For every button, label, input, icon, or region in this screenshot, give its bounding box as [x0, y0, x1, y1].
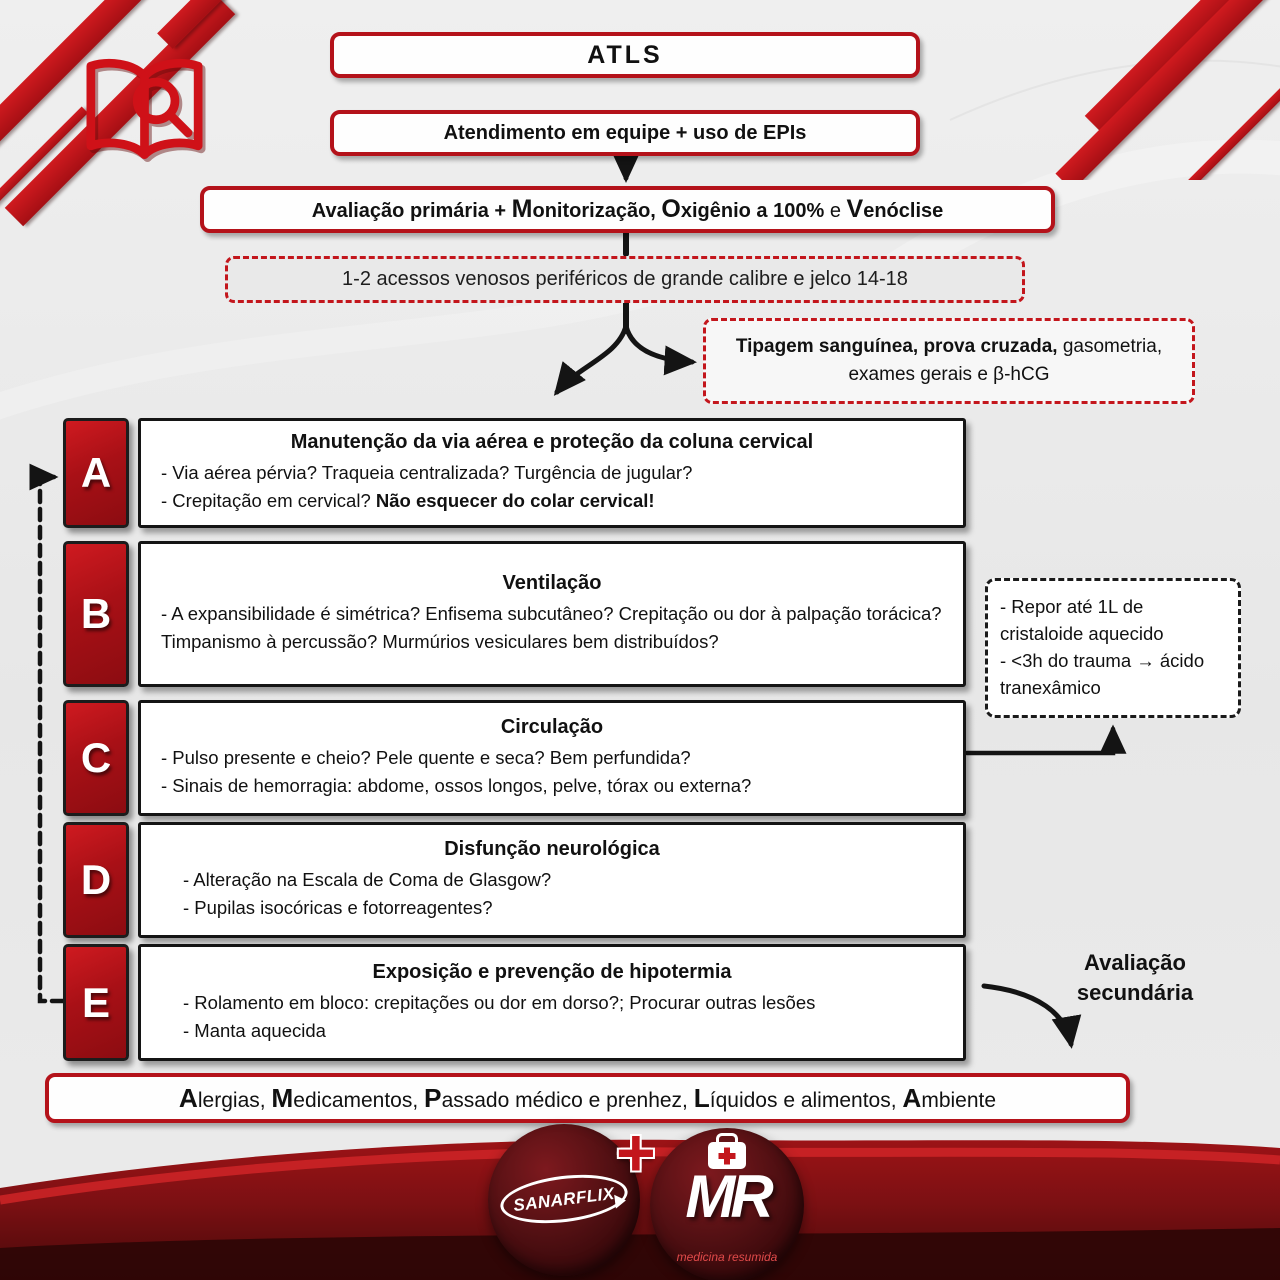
venous-access-text: 1-2 acessos venosos periféricos de grand… [342, 268, 908, 290]
crystalloid-note-box: - Repor até 1L de cristaloide aquecido -… [985, 578, 1241, 718]
sanarflix-logo: SANARFLIX [488, 1124, 640, 1276]
decorative-stripe [1055, 0, 1280, 180]
footer-band: SANARFLIX + MR medicina resumida [0, 1080, 1280, 1280]
letter-e-box: E [63, 944, 129, 1061]
primary-survey-box: Avaliação primária + Monitorização, Oxig… [200, 186, 1055, 233]
row-b-line: - A expansibilidade é simétrica? Enfisem… [161, 603, 942, 652]
corner-stripes-top-right [960, 0, 1280, 180]
letter-d-box: D [63, 822, 129, 938]
medical-bag-icon [708, 1142, 746, 1169]
row-e-content: Exposição e prevenção de hipotermia - Ro… [138, 944, 966, 1061]
row-a-title: Manutenção da via aérea e proteção da co… [290, 431, 814, 454]
row-c-content: Circulação - Pulso presente e cheio? Pel… [138, 700, 966, 816]
row-a-line: - Via aérea pérvia? Traqueia centralizad… [161, 462, 693, 484]
ampla-text: Alergias, Medicamentos, Passado médico e… [178, 1082, 997, 1113]
page-title: ATLS [587, 40, 663, 69]
row-c-title: Circulação [500, 716, 604, 739]
letter-a: A [80, 449, 112, 496]
letter-c-box: C [63, 700, 129, 816]
plus-sign: + [616, 1115, 656, 1191]
row-c-line: - Sinais de hemorragia: abdome, ossos lo… [161, 775, 752, 796]
primary-survey-text: Avaliação primária + Monitorização, Oxig… [311, 195, 944, 223]
row-a-line: - Crepitação em cervical? Não esquecer d… [161, 490, 655, 511]
row-c-line: - Pulso presente e cheio? Pele quente e … [161, 747, 691, 769]
letter-c: C [80, 734, 112, 781]
letter-a-box: A [63, 418, 129, 528]
labs-box: Tipagem sanguínea, prova cruzada, gasome… [703, 318, 1195, 404]
title-box: ATLS [330, 32, 920, 78]
row-d-line: - Alteração na Escala de Coma de Glasgow… [183, 869, 552, 891]
team-epi-text: Atendimento em equipe + uso de EPIs [443, 121, 807, 144]
row-d-line: - Pupilas isocóricas e fotorreagentes? [183, 897, 493, 918]
mr-wordmark: MR [685, 1163, 773, 1230]
team-epi-box: Atendimento em equipe + uso de EPIs [330, 110, 920, 156]
row-e-line: - Rolamento em bloco: crepitações ou dor… [183, 991, 816, 1013]
secondary-survey-label: Avaliação secundária [1076, 950, 1194, 1005]
row-e-line: - Manta aquecida [183, 1019, 326, 1041]
row-e-title: Exposição e prevenção de hipotermia [372, 960, 732, 983]
mr-tagline: medicina resumida [676, 1250, 778, 1264]
venous-access-box: 1-2 acessos venosos periféricos de grand… [225, 256, 1025, 303]
tranexamic-note-line: - <3h do trauma → ácido tranexâmico [1000, 650, 1205, 698]
row-b-content: Ventilação - A expansibilidade é simétri… [138, 541, 966, 687]
cross-icon [718, 1152, 736, 1159]
letter-b-box: B [63, 541, 129, 687]
mr-logo: MR medicina resumida [650, 1128, 804, 1280]
letter-b: B [80, 590, 112, 637]
row-b-title: Ventilação [502, 572, 602, 595]
play-icon [614, 1193, 627, 1209]
crystalloid-note-line: - Repor até 1L de cristaloide aquecido [1000, 596, 1164, 645]
book-magnifier-icon [72, 40, 217, 185]
ampla-box: Alergias, Medicamentos, Passado médico e… [45, 1073, 1130, 1123]
row-d-title: Disfunção neurológica [444, 838, 660, 861]
letter-d: D [80, 856, 112, 903]
row-a-content: Manutenção da via aérea e proteção da co… [138, 418, 966, 528]
row-d-content: Disfunção neurológica - Alteração na Esc… [138, 822, 966, 938]
labs-text: Tipagem sanguínea, prova cruzada, gasome… [735, 335, 1163, 386]
letter-e: E [81, 978, 110, 1026]
